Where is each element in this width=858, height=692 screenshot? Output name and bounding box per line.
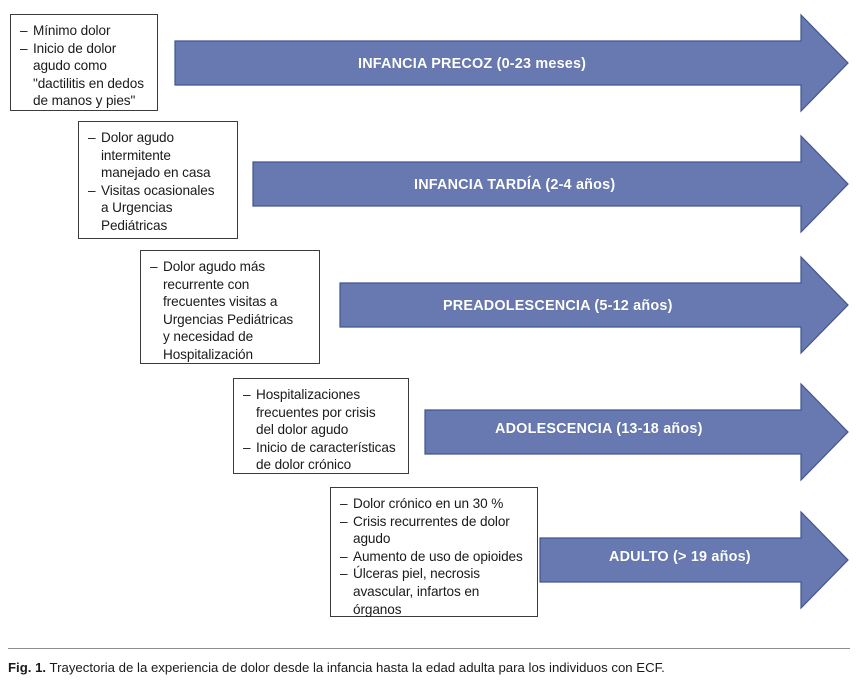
dash-marker: – <box>243 439 251 455</box>
dash-marker: – <box>243 387 251 402</box>
bullet-line: Hospitalización <box>163 346 253 362</box>
caption-figure-number: Fig. 1. <box>8 660 47 675</box>
bullet-list: –Dolor crónico en un 30 % –Crisis recurr… <box>340 495 529 618</box>
bullet-line: recurrente con <box>163 276 250 292</box>
bullet-list: –Mínimo dolor –Inicio de dolor agudo como… <box>20 22 149 110</box>
bullet-line: Inicio de dolor <box>33 40 117 56</box>
list-item: –Inicio de características de dolor cróni… <box>243 439 400 474</box>
list-item: –Inicio de dolor agudo como"dactilitis en… <box>20 40 149 110</box>
callout-box-preadolescencia: –Dolor agudo más recurrente con frecuentes… <box>140 250 320 364</box>
dash-marker: – <box>150 259 158 274</box>
dash-marker: – <box>20 23 28 38</box>
arrow-infancia-precoz <box>174 13 850 113</box>
arrow-preadolescencia <box>339 255 850 355</box>
bullet-line: Úlceras piel, necrosis <box>353 566 480 582</box>
bullet-line: Crisis recurrentes de dolor <box>353 513 510 529</box>
bullet-line: del dolor agudo <box>256 422 349 438</box>
dash-marker: – <box>340 496 348 511</box>
bullet-line: manejado en casa <box>101 165 211 181</box>
bullet-line: agudo como <box>33 58 107 74</box>
dash-marker: – <box>88 130 96 145</box>
callout-box-adulto: –Dolor crónico en un 30 % –Crisis recurr… <box>330 487 538 617</box>
list-item: –Dolor agudo más recurrente con frecuentes… <box>150 258 311 364</box>
bullet-line: de dolor crónico <box>256 457 352 473</box>
bullet-line: frecuentes visitas a <box>163 294 278 310</box>
bullet-line: frecuentes por crisis <box>256 404 376 420</box>
arrow-adolescencia <box>424 382 850 482</box>
bullet-line: Visitas ocasionales <box>101 182 215 198</box>
list-item: –Dolor agudo intermitente manejado en casa <box>88 129 229 182</box>
bullet-line: Dolor agudo más <box>163 259 266 274</box>
list-item: –Hospitalizaciones frecuentes por crisis d… <box>243 386 400 439</box>
caption-divider <box>8 648 850 650</box>
arrow-label-infancia-tardia: INFANCIA TARDÍA (2-4 años) <box>414 177 616 193</box>
list-item: –Mínimo dolor <box>20 22 149 40</box>
callout-box-infancia-precoz: –Mínimo dolor –Inicio de dolor agudo como… <box>10 14 158 111</box>
bullet-line: Dolor crónico en un 30 % <box>353 496 504 511</box>
list-item: –Dolor crónico en un 30 % <box>340 495 529 513</box>
bullet-line: avascular, infartos en <box>353 583 480 599</box>
bullet-list: –Dolor agudo más recurrente con frecuentes… <box>150 258 311 364</box>
arrow-label-adulto: ADULTO (> 19 años) <box>609 549 751 565</box>
bullet-line: Inicio de características <box>256 439 396 455</box>
list-item: –Crisis recurrentes de dolor agudo <box>340 513 529 548</box>
caption-text: Trayectoria de la experiencia de dolor d… <box>49 660 665 675</box>
arrow-adulto <box>539 510 850 610</box>
arrow-infancia-tardia <box>252 134 850 234</box>
bullet-line: Hospitalizaciones <box>256 387 361 402</box>
list-item: –Aumento de uso de opioides <box>340 548 529 566</box>
bullet-line: órganos <box>353 601 402 617</box>
bullet-line: Urgencias Pediátricas <box>163 311 294 327</box>
arrow-label-infancia-precoz: INFANCIA PRECOZ (0-23 meses) <box>358 56 587 72</box>
arrow-label-adolescencia: ADOLESCENCIA (13-18 años) <box>495 421 703 437</box>
bullet-line: Pediátricas <box>101 217 168 233</box>
bullet-line: "dactilitis en dedos <box>33 75 144 91</box>
dash-marker: – <box>340 548 348 564</box>
dash-marker: – <box>88 182 96 198</box>
dash-marker: – <box>340 513 348 529</box>
bullet-line: y necesidad de <box>163 329 254 345</box>
dash-marker: – <box>20 40 28 56</box>
figure-caption: Fig. 1. Trayectoria de la experiencia de… <box>8 659 853 676</box>
bullet-line: a Urgencias <box>101 200 173 216</box>
bullet-line: Dolor agudo <box>101 130 174 145</box>
dash-marker: – <box>340 566 348 582</box>
bullet-line: Mínimo dolor <box>33 23 111 38</box>
bullet-line: agudo <box>353 531 391 547</box>
bullet-line: intermitente <box>101 147 171 163</box>
bullet-line: Aumento de uso de opioides <box>353 548 523 564</box>
bullet-line: de manos y pies" <box>33 93 136 109</box>
arrow-label-preadolescencia: PREADOLESCENCIA (5-12 años) <box>443 298 673 314</box>
